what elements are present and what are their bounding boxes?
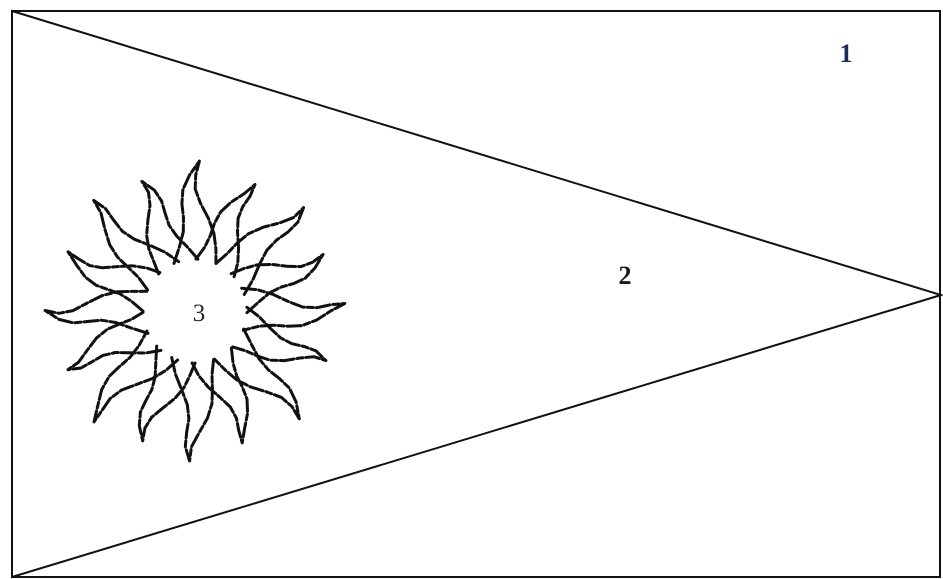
region-label-triangle: 2: [619, 261, 632, 290]
region-label-sun: 3: [193, 300, 206, 327]
flag-border: [12, 11, 940, 577]
region-label-outer: 1: [840, 39, 853, 68]
